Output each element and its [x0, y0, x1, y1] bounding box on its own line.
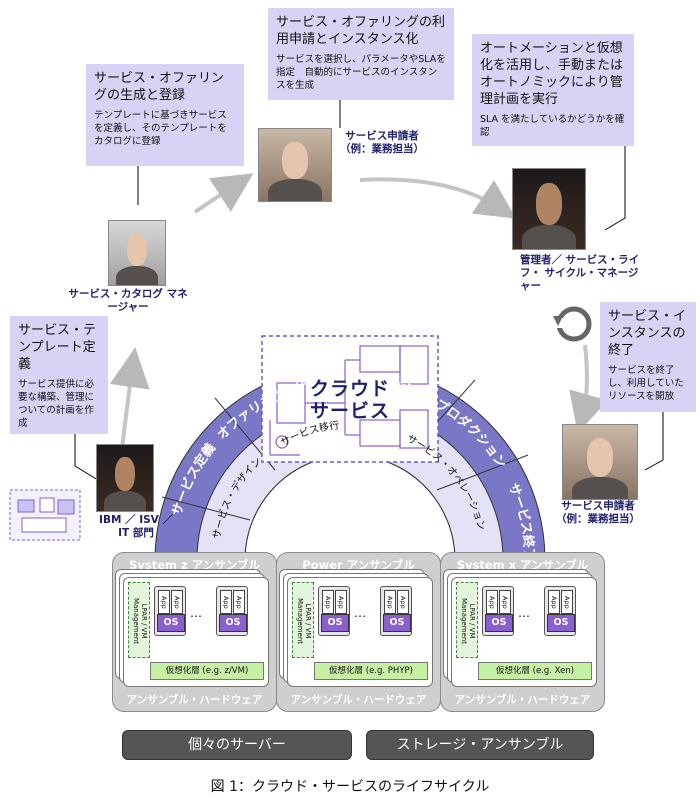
- role-administrator: 管理者／ サービス・ライフ・ サイクル・マネージャー: [520, 254, 640, 292]
- arc-terminate-label: サービス終了: [505, 481, 537, 561]
- ensemble-title: System x アンサンブル: [456, 558, 589, 572]
- callout-create-title: サービス・オファリングの生成と登録: [94, 71, 225, 103]
- callout-terminate-title: サービス・インスタンスの終了: [608, 309, 687, 358]
- ensemble-system-x: System x アンサンブル LPAR / VM Management App…: [440, 552, 605, 712]
- svg-text:サービス終了: サービス終了: [505, 481, 537, 561]
- individual-servers-bar: 個々のサーバー: [122, 730, 352, 760]
- callout-instance-termination: サービス・インスタンスの終了 サービスを終了し、利用していたリソースを開放: [600, 302, 696, 412]
- figure-caption: 図 1：クラウド・サービスのライフサイクル: [210, 779, 490, 795]
- requester-photo-right: [562, 424, 638, 500]
- center-frame: [261, 335, 439, 463]
- role-requester-right: サービス申請者 （例：業務担当）: [556, 500, 640, 525]
- virtualization-layer: 仮想化層 (e.g. PHYP): [314, 662, 428, 680]
- callout-terminate-desc: サービスを終了し、利用していたリソースを開放: [608, 365, 684, 402]
- ensemble-hardware: アンサンブル・ハードウェア: [126, 694, 263, 706]
- callout-request-title: サービス・オファリングの利用申請とインスタンス化: [276, 15, 446, 47]
- role-ibm-isv-it: IBM ／ ISV ／ IT 部門: [99, 514, 173, 539]
- server-thumbnail-icon: [9, 489, 81, 541]
- arc-define-label: サービス定義: [170, 440, 219, 517]
- arrow-catalog-to-request: [193, 173, 254, 214]
- arrow-admin-to-terminate: [569, 344, 608, 434]
- arc-design-label: サービス・デザイン: [211, 456, 264, 540]
- svg-text:オファリング: オファリング: [215, 386, 289, 443]
- arc-operation-label: サービス・オペレーション: [405, 432, 487, 531]
- ensemble-system-z: System z アンサンブル LPAR / VM Management App…: [112, 552, 277, 712]
- lpar-vm-management: LPAR / VM Management: [456, 582, 478, 658]
- callout-offering-creation: サービス・オファリングの生成と登録 テンプレートに基づきサービスを定義し、そのテ…: [86, 64, 244, 166]
- ensemble-title: System z アンサンブル: [129, 558, 260, 572]
- callout-define-desc: サービス提供に必要な構築、管理についての計画を作成: [18, 379, 95, 429]
- catalog-manager-photo: [108, 220, 166, 286]
- callout-offering-request: サービス・オファリングの利用申請とインスタンス化 サービスを選択し、パラメータや…: [268, 8, 454, 100]
- center-title-line2: サービス: [309, 400, 390, 422]
- svg-text:サービス定義: サービス定義: [170, 440, 219, 517]
- svg-text:サービス・オペレーション: サービス・オペレーション: [405, 432, 487, 531]
- callout-automate-desc: SLA を満たしているかどうかを確認: [480, 114, 625, 138]
- role-requester-top: サービス申請者 （例：業務担当）: [340, 130, 424, 155]
- callout-automation: オートメーションと仮想化を活用し、手動またはオートノミックにより管理計画を実行 …: [472, 34, 634, 146]
- svg-text:サービス移行: サービス移行: [278, 418, 339, 449]
- refresh-cycle-icon: [553, 306, 592, 342]
- virtualization-layer: 仮想化層 (e.g. Xen): [478, 662, 592, 680]
- ibm-staff-photo: [96, 444, 154, 512]
- storage-ensemble-bar: ストレージ・アンサンブル: [366, 730, 594, 760]
- lpar-vm-management: LPAR / VM Management: [292, 582, 314, 658]
- center-title-line1: クラウド: [309, 378, 390, 400]
- role-catalog-manager: サービス・カタログ マネージャー: [68, 288, 188, 313]
- arc-transition-label: サービス移行: [278, 418, 339, 449]
- arrow-request-to-admin: [359, 177, 517, 219]
- callout-create-desc: テンプレートに基づきサービスを定義し、そのテンプレートをカタログに登録: [94, 110, 227, 147]
- target-icon: [275, 435, 289, 449]
- ensemble-hardware: アンサンブル・ハードウェア: [290, 694, 427, 706]
- callout-automate-title: オートメーションと仮想化を活用し、手動またはオートノミックにより管理計画を実行: [480, 41, 624, 107]
- arc-offering-label: オファリング: [215, 386, 289, 443]
- center-title: クラウド サービス: [302, 378, 398, 422]
- ensemble-title: Power アンサンブル: [302, 558, 415, 572]
- svg-text:サービス・デザイン: サービス・デザイン: [211, 456, 264, 540]
- requester-photo-top: [258, 128, 332, 202]
- callout-request-desc: サービスを選択し、パラメータやSLAを指定 自動的にサービスのインスタンスを生成: [276, 54, 446, 91]
- ensemble-hardware: アンサンブル・ハードウェア: [454, 694, 591, 706]
- admin-photo: [512, 168, 586, 250]
- callout-define-title: サービス・テンプレート定義: [18, 323, 97, 372]
- lpar-vm-management: LPAR / VM Management: [128, 582, 150, 658]
- virtualization-layer: 仮想化層 (e.g. z/VM): [150, 662, 264, 680]
- callout-template-definition: サービス・テンプレート定義 サービス提供に必要な構築、管理についての計画を作成: [10, 316, 108, 434]
